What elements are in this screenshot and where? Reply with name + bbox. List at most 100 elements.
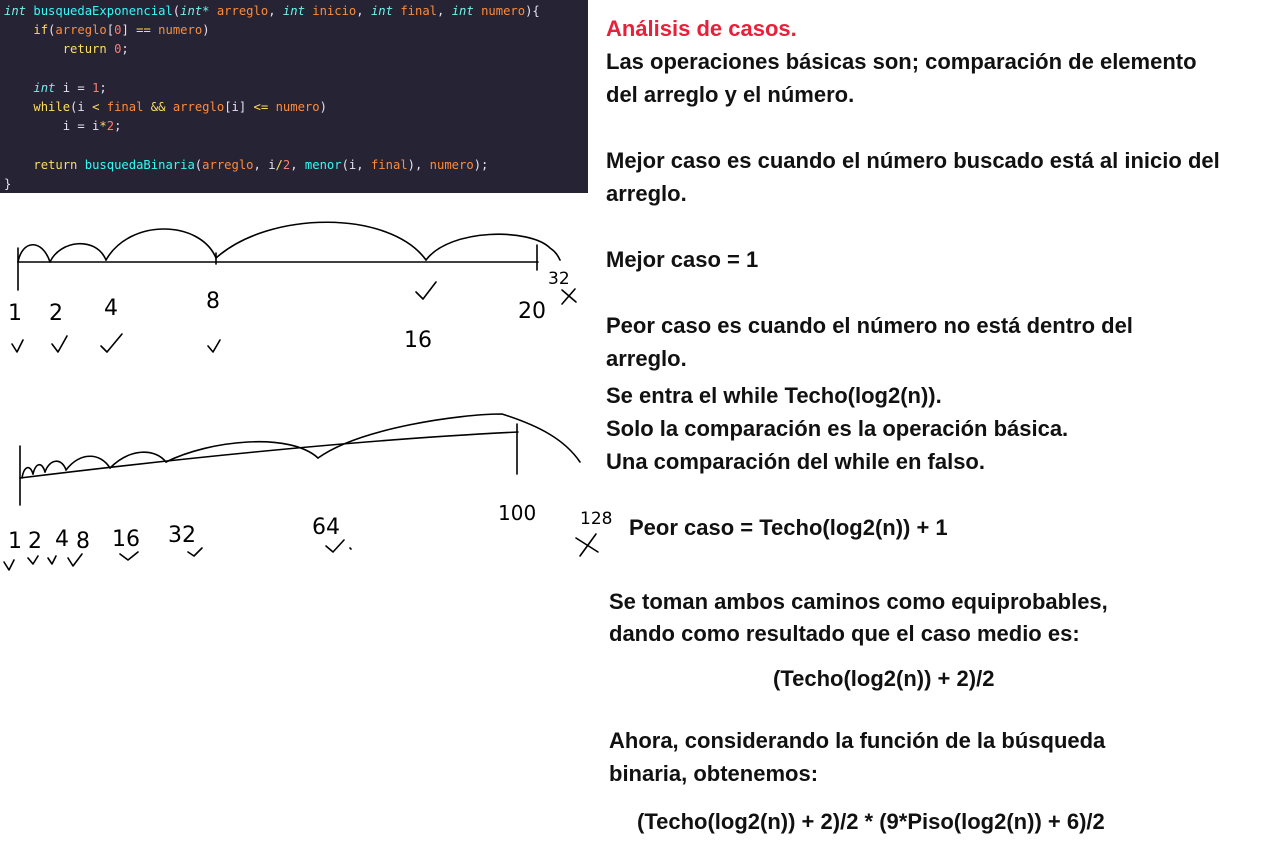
- code-token: ]: [121, 23, 137, 38]
- analysis-title: Análisis de casos.: [606, 16, 797, 41]
- avg-desc-line-2: dando como resultado que el caso medio e…: [609, 621, 1080, 646]
- arc: [21, 466, 34, 479]
- number-line: [19, 431, 519, 479]
- basic-ops-line-1: Las operaciones básicas son; comparación…: [606, 49, 1197, 74]
- sketch-number-line-2: [3, 413, 599, 571]
- cross-mark: [561, 288, 577, 305]
- code-token: 0: [114, 42, 122, 57]
- code-token: ;: [121, 42, 129, 57]
- code-token: inicio: [312, 4, 357, 18]
- arc: [109, 451, 167, 469]
- code-token: [268, 100, 275, 114]
- code-token: busquedaExponencial: [33, 4, 173, 18]
- check-mark: [11, 339, 24, 353]
- code-token: <=: [253, 99, 269, 114]
- code-token: /: [275, 157, 283, 172]
- binary-desc-line-1: Ahora, considerando la función de la bús…: [609, 728, 1106, 753]
- check-mark: [27, 555, 39, 565]
- code-token: [4, 158, 33, 172]
- code-line: while(i < final && arreglo[i] <= numero): [4, 98, 588, 117]
- code-token: (i,: [341, 157, 371, 172]
- code-token: [99, 100, 106, 114]
- label: 4: [104, 296, 118, 321]
- arc: [32, 463, 46, 475]
- code-line: int busquedaExponencial(int* arreglo, in…: [4, 2, 588, 21]
- code-line: if(arreglo[0] == numero): [4, 21, 588, 40]
- worst-note-1: Se entra el while Techo(log2(n)).: [606, 383, 942, 408]
- worst-case-result: Peor caso = Techo(log2(n)) + 1: [629, 515, 948, 540]
- check-mark: [100, 333, 123, 353]
- code-token: int: [4, 4, 27, 18]
- code-token: (: [172, 4, 181, 18]
- avg-desc-line-1: Se toman ambos caminos como equiprobable…: [609, 589, 1108, 614]
- code-token: [143, 100, 150, 114]
- binary-desc-line-2: binaria, obtenemos:: [609, 761, 819, 786]
- basic-ops-line-2: del arreglo y el número.: [606, 82, 855, 107]
- worst-note-2: Solo la comparación es la operación bási…: [606, 416, 1069, 441]
- code-token: int*: [180, 4, 210, 18]
- code-token: [4, 100, 33, 114]
- code-token: busquedaBinaria: [84, 157, 195, 172]
- check-mark: [207, 339, 221, 353]
- code-token: 2: [106, 119, 115, 134]
- code-token: arreglo: [202, 157, 254, 172]
- code-token: 2: [282, 157, 291, 172]
- code-token: while: [33, 99, 71, 114]
- check-mark: [325, 539, 345, 553]
- code-token: final: [106, 99, 144, 114]
- code-token: final: [400, 4, 438, 18]
- code-token: i =: [55, 80, 93, 95]
- arc: [44, 460, 67, 473]
- code-token: [i]: [224, 99, 254, 114]
- label: 1: [8, 529, 22, 554]
- arc: [317, 413, 581, 463]
- cross-mark: [575, 533, 599, 557]
- arc: [65, 455, 111, 471]
- label: 20: [518, 299, 546, 324]
- code-token: ,: [356, 4, 371, 18]
- check-mark: [3, 559, 15, 571]
- label: 16: [112, 527, 140, 552]
- code-token: <: [92, 99, 100, 114]
- worst-case-desc-line-1: Peor caso es cuando el número no está de…: [606, 313, 1133, 338]
- arc: [215, 221, 427, 261]
- sketch-2-labels: 1 2 4 8 16 32 64 100 128: [8, 501, 612, 554]
- code-token: [474, 4, 481, 18]
- check-mark: [415, 281, 437, 300]
- best-case-result: Mejor caso = 1: [606, 247, 759, 272]
- arc: [49, 242, 107, 263]
- check-mark: [51, 335, 68, 353]
- best-case-desc-line-1: Mejor caso es cuando el número buscado e…: [606, 148, 1220, 173]
- code-token: ,: [268, 4, 283, 18]
- code-token: [77, 158, 84, 172]
- code-token: 0: [114, 23, 122, 38]
- code-token: numero: [481, 4, 526, 18]
- label: 8: [206, 289, 220, 314]
- handwritten-sketch: 1 2 4 8 16 20 32 1 2 4 8 16 32 6: [3, 221, 612, 571]
- code-token: [209, 4, 216, 18]
- code-token: final: [370, 157, 408, 172]
- code-token: ;: [99, 80, 107, 95]
- worst-note-3: Una comparación del while en falso.: [606, 449, 985, 474]
- label: 32: [168, 523, 196, 548]
- code-token: ;: [114, 119, 122, 134]
- code-token: numero: [158, 23, 203, 38]
- code-token: [4, 42, 63, 56]
- code-token: int: [451, 4, 474, 18]
- code-token: return: [62, 42, 107, 57]
- code-token: [165, 100, 172, 114]
- code-line: }: [4, 175, 588, 194]
- code-token: (i: [70, 99, 93, 114]
- code-token: }: [4, 176, 12, 191]
- code-line: return 0;: [4, 40, 588, 59]
- arc: [17, 244, 51, 263]
- check-mark: [119, 551, 139, 561]
- code-token: ),: [407, 157, 430, 172]
- code-line: return busquedaBinaria(arreglo, i/2, men…: [4, 156, 588, 175]
- best-case-desc-line-2: arreglo.: [606, 181, 687, 206]
- final-formula: (Techo(log2(n)) + 2)/2 * (9*Piso(log2(n)…: [637, 809, 1105, 834]
- code-token: i = i: [4, 119, 100, 134]
- arc: [165, 440, 319, 463]
- sketch-number-line-1: [11, 221, 577, 353]
- code-token: ): [319, 99, 327, 114]
